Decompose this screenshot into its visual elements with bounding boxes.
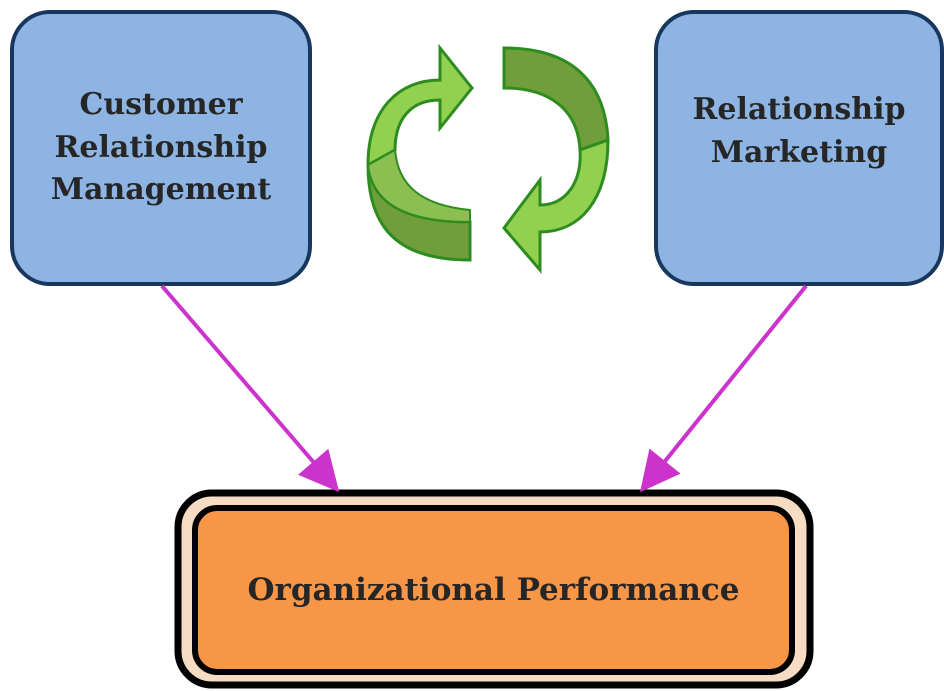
performance-box [192, 505, 795, 675]
relationship-marketing-label: Relationship Marketing [656, 12, 942, 284]
performance-label: Organizational Performance [195, 508, 792, 672]
refresh-cycle-icon [366, 43, 610, 275]
marketing-to-performance-arrow [639, 284, 808, 493]
crm-label-line-2: Relationship [54, 129, 268, 165]
rm-label-line-1: Relationship [692, 92, 906, 128]
rm-label-line-2: Marketing [710, 135, 888, 170]
crm-box-label: Customer Relationship Management [12, 12, 310, 284]
crm-to-performance-arrow [160, 284, 340, 493]
crm-box [10, 10, 312, 286]
crm-label-line-1: Customer [79, 87, 243, 123]
performance-label-text: Organizational Performance [247, 571, 740, 608]
relationship-marketing-box [654, 10, 944, 286]
crm-label-line-3: Management [50, 172, 272, 208]
